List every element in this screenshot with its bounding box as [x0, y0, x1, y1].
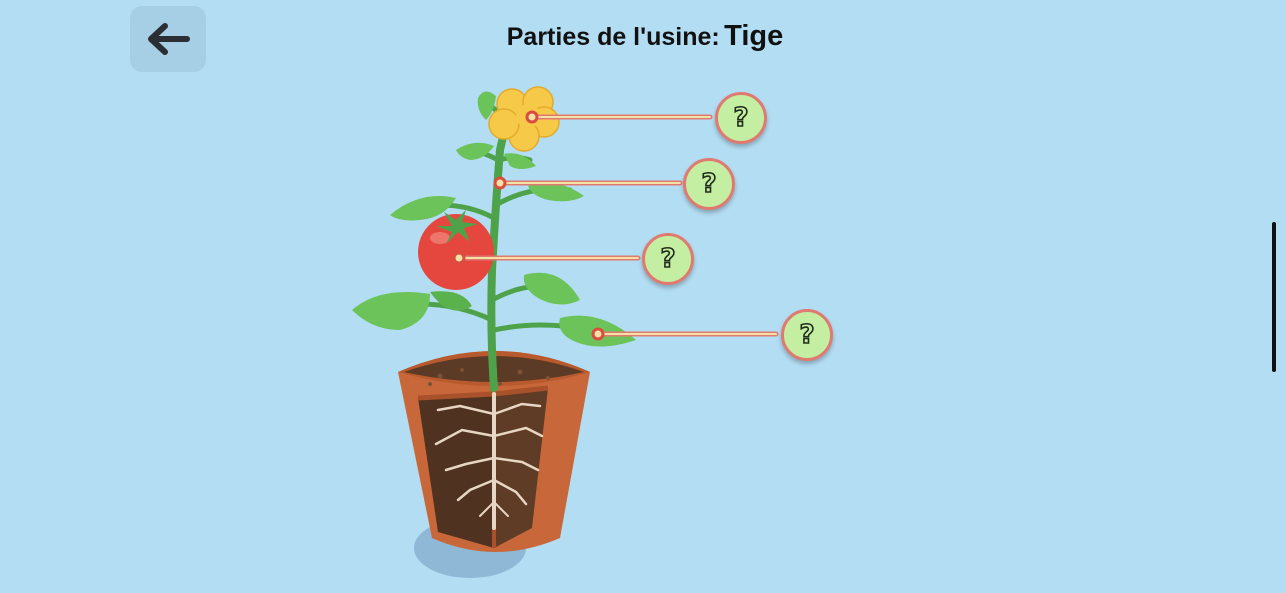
scrollbar[interactable] — [1272, 222, 1276, 372]
soil-speckles — [428, 368, 550, 386]
title-part-name: Tige — [724, 20, 784, 52]
label-button-stem[interactable]: ? — [683, 158, 735, 210]
label-button-fruit[interactable]: ? — [642, 233, 694, 285]
roots — [434, 392, 544, 530]
pointer-dots — [452, 110, 605, 341]
label-button-flower[interactable]: ? — [715, 92, 767, 144]
flower — [488, 86, 560, 152]
arrow-left-icon — [148, 23, 190, 55]
back-button[interactable] — [130, 6, 206, 72]
tomato — [418, 210, 494, 290]
page-title: Parties de l'usine: Tige — [0, 20, 1286, 53]
title-prefix: Parties de l'usine: — [506, 23, 720, 51]
label-button-leaf[interactable]: ? — [781, 309, 833, 361]
pointer-lines — [456, 114, 779, 337]
